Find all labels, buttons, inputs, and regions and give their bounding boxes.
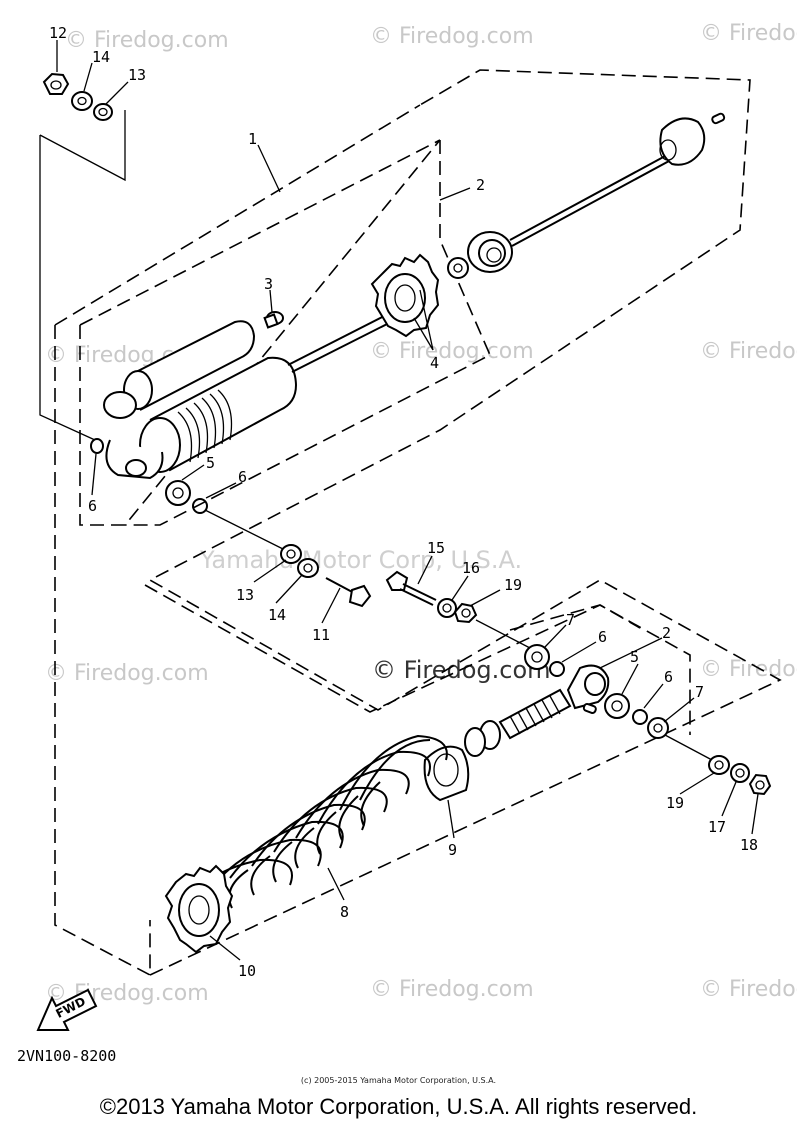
coil-spring-8 <box>189 734 448 921</box>
collar-13-top <box>93 103 113 121</box>
watermark: © Firedog.com <box>370 977 534 1002</box>
watermark-yamaha: Yamaha Motor Corp, U.S.A. <box>199 546 522 574</box>
footer-copyright: ©2013 Yamaha Motor Corporation, U.S.A. A… <box>99 1094 698 1119</box>
washer-14-mid <box>297 558 319 578</box>
part-label: 9 <box>448 841 457 859</box>
watermark: © Firedog <box>700 339 797 364</box>
part-label: 5 <box>206 454 215 472</box>
part-label: 15 <box>427 539 445 557</box>
part-label: 18 <box>740 836 758 854</box>
oring-6-right <box>632 709 648 725</box>
bolt-15 <box>385 570 437 606</box>
part-label: 5 <box>630 648 639 666</box>
damper-shaft <box>464 688 572 757</box>
link-bracket-outline <box>144 584 641 713</box>
nut-19-mid <box>453 602 478 624</box>
shock-absorber-body <box>103 311 396 480</box>
part-label: 6 <box>88 497 97 515</box>
part-label: 13 <box>236 586 254 604</box>
watermark: © Firedog.com <box>370 24 534 49</box>
part-label: 3 <box>264 275 273 293</box>
adjuster-ring-10 <box>164 864 234 954</box>
bushing-5-upper <box>165 480 191 506</box>
assembly-2-outline <box>54 69 782 977</box>
part-label: 10 <box>238 962 256 980</box>
oring-6-lower <box>549 661 565 677</box>
part-label: 2 <box>476 176 485 194</box>
assembly-outlines <box>39 69 782 977</box>
bolt-3 <box>263 311 284 329</box>
part-label: 12 <box>49 24 67 42</box>
watermarks: © Firedog.com © Firedog.com © Firedog © … <box>45 21 797 1006</box>
watermark: © Firedog.com <box>700 657 797 682</box>
part-label: 11 <box>312 626 330 644</box>
part-label: 6 <box>664 668 673 686</box>
washer-14-top <box>71 91 93 111</box>
nut-12 <box>42 72 70 95</box>
bushing-5-lower <box>604 693 630 719</box>
forward-arrow-icon: FWD <box>36 988 98 1031</box>
part-label: 7 <box>566 611 575 629</box>
nut-19-lower <box>708 755 730 775</box>
watermark: © Firedog.com <box>45 661 209 686</box>
lower-mount-eye <box>566 664 610 714</box>
hardware-leader-box <box>39 110 126 441</box>
bump-stop-assembly-2 <box>447 112 726 279</box>
part-label: 4 <box>430 354 439 372</box>
part-label: 2 <box>662 624 671 642</box>
part-label: 6 <box>598 628 607 646</box>
part-label: 17 <box>708 818 726 836</box>
assembly-1-outline <box>79 139 492 526</box>
leader-lines <box>56 40 759 961</box>
part-label: 14 <box>268 606 286 624</box>
collar-13-mid <box>280 544 302 564</box>
part-label: 19 <box>666 794 684 812</box>
part-number-labels: 12 14 13 1 2 3 4 5 6 6 13 14 11 15 16 19… <box>49 24 758 980</box>
bushing-7-right <box>647 717 669 739</box>
washer-16 <box>437 598 457 618</box>
part-label: 7 <box>695 683 704 701</box>
oring-6-upper <box>192 498 208 514</box>
hardware-bracket-outline <box>509 604 691 735</box>
part-label: 6 <box>238 468 247 486</box>
watermark: © Firedog.com <box>65 28 229 53</box>
part-label: 19 <box>504 576 522 594</box>
watermark: © Firedog <box>700 21 797 46</box>
adjuster-ring-4 <box>370 253 440 338</box>
part-label: 16 <box>462 559 480 577</box>
bushing-7-left <box>524 644 550 670</box>
oring-6-left <box>90 438 104 454</box>
small-copyright: (c) 2005-2015 Yamaha Motor Corporation, … <box>300 1076 497 1085</box>
part-label: 1 <box>248 130 257 148</box>
part-label: 14 <box>92 48 110 66</box>
watermark: © Firedog <box>700 977 797 1002</box>
part-label: 8 <box>340 903 349 921</box>
part-label: 13 <box>128 66 146 84</box>
washer-17 <box>730 763 750 783</box>
bolt-11 <box>325 577 372 608</box>
diagram-code: 2VN100-8200 <box>17 1047 117 1065</box>
watermark: © Firedog.com <box>370 339 534 364</box>
nut-18 <box>748 773 772 796</box>
